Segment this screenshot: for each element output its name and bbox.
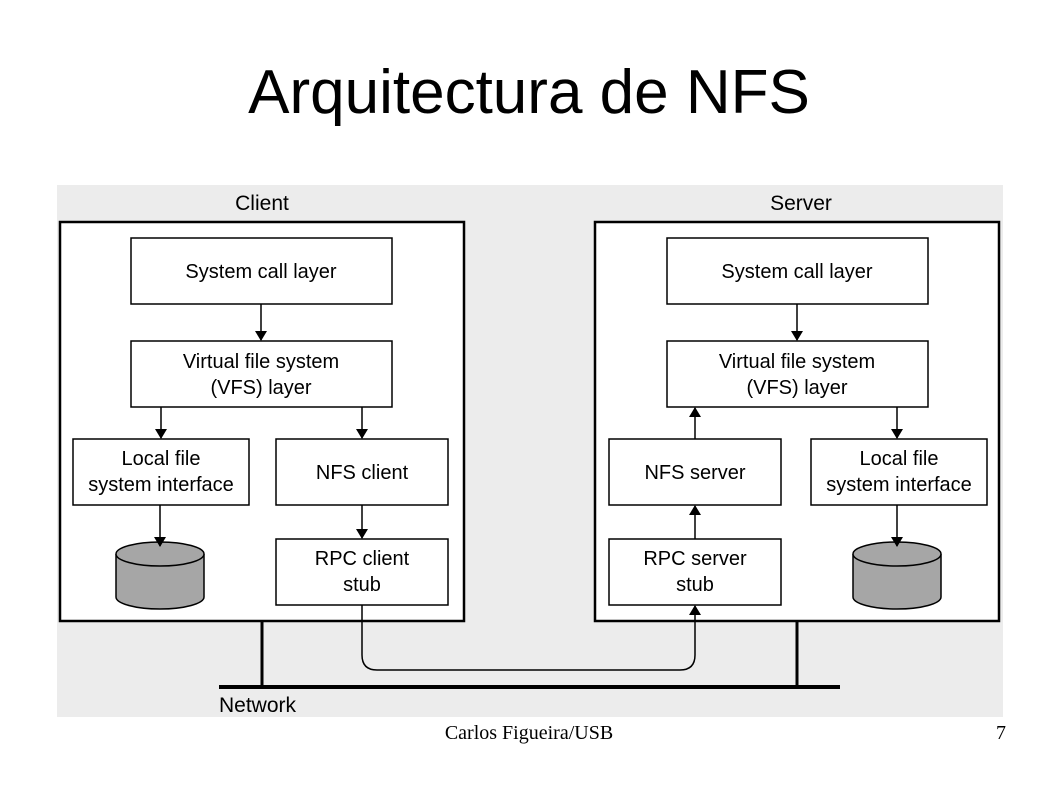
footer-author: Carlos Figueira/USB [444, 722, 614, 744]
server-nfs-box: NFS server [608, 438, 782, 506]
server-system-call-label: System call layer [721, 261, 872, 283]
page-number: 7 [996, 722, 1006, 744]
server-disk-icon [852, 541, 942, 610]
server-nfs-label: NFS server [644, 462, 745, 484]
server-rpc-label-line2: stub [676, 574, 714, 596]
client-local-fs-label-line1: Local file [122, 448, 201, 470]
network-label: Network [219, 694, 297, 717]
client-vfs-label-line1: Virtual file system [183, 351, 339, 373]
server-local-fs-label-line2: system interface [826, 474, 972, 496]
client-label: Client [235, 192, 289, 215]
client-rpc-label-line1: RPC client [315, 548, 410, 570]
client-vfs-label-line2: (VFS) layer [210, 377, 311, 399]
client-rpc-label-line2: stub [343, 574, 381, 596]
server-vfs-label-line1: Virtual file system [719, 351, 875, 373]
client-vfs-layer: Virtual file system (VFS) layer [130, 340, 393, 408]
client-disk-icon [115, 541, 205, 610]
server-local-fs-interface: Local file system interface [810, 438, 988, 506]
client-rpc-stub: RPC client stub [275, 538, 449, 606]
client-local-fs-label-line2: system interface [88, 474, 234, 496]
server-rpc-stub: RPC server stub [608, 538, 782, 606]
server-system-call-layer: System call layer [666, 237, 929, 305]
client-nfs-label: NFS client [316, 462, 409, 484]
server-local-fs-label-line1: Local file [860, 448, 939, 470]
server-vfs-layer: Virtual file system (VFS) layer [666, 340, 929, 408]
server-label: Server [770, 192, 832, 215]
client-nfs-box: NFS client [275, 438, 449, 506]
client-system-call-layer: System call layer [130, 237, 393, 305]
server-vfs-label-line2: (VFS) layer [746, 377, 847, 399]
client-local-fs-interface: Local file system interface [72, 438, 250, 506]
slide-title: Arquitectura de NFS [248, 58, 810, 127]
server-rpc-label-line1: RPC server [643, 548, 747, 570]
rpc-message-path [361, 605, 701, 671]
client-system-call-label: System call layer [185, 261, 336, 283]
